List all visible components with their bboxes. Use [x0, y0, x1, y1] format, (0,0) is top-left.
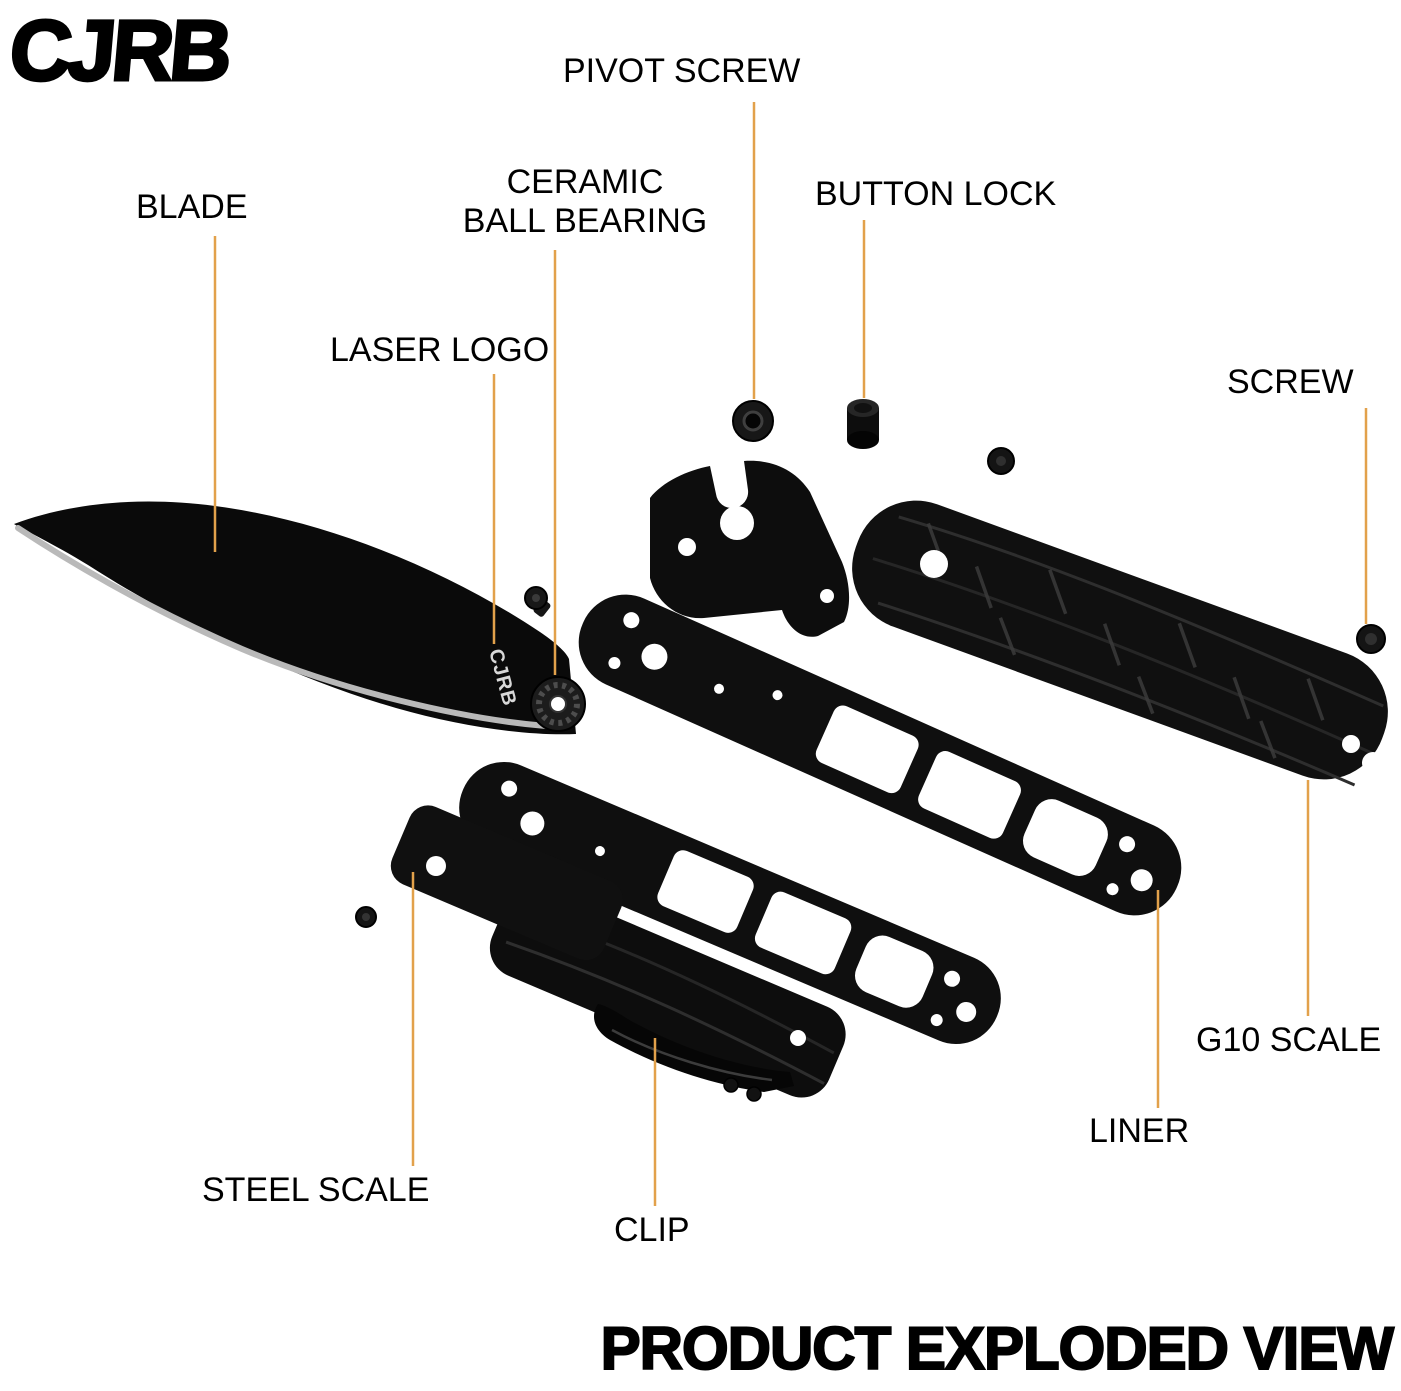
steel-scale-part [390, 805, 623, 961]
label-button-lock: BUTTON LOCK [815, 175, 1057, 213]
small-screw-top-part [987, 447, 1015, 475]
screw-part [1356, 624, 1386, 654]
label-clip: CLIP [614, 1211, 690, 1249]
button-lock-part [847, 399, 879, 449]
page-title: PRODUCT EXPLODED VIEW [600, 1314, 1395, 1383]
blade-part: CJRB [14, 501, 576, 735]
bearing-screw-part [524, 586, 551, 617]
leader-lines [213, 102, 1368, 1206]
blade-edge-bevel [15, 525, 549, 729]
steel-scale-screw-part [355, 906, 377, 928]
ceramic-ball-bearing-part [530, 676, 586, 732]
brand-logo: CJRB [4, 2, 234, 101]
label-laser-logo: LASER LOGO [330, 331, 550, 369]
label-g10-scale: G10 SCALE [1196, 1021, 1382, 1059]
clip-part [594, 1004, 794, 1092]
liner-front-part [578, 594, 1182, 916]
pivot-screw-part [732, 400, 774, 442]
button-lock-housing-part [650, 460, 850, 637]
clip-screws-part [723, 1077, 762, 1102]
label-screw: SCREW [1227, 363, 1354, 401]
liner-back-part [459, 761, 1001, 1045]
label-steel-scale: STEEL SCALE [202, 1171, 430, 1209]
label-pivot-screw: PIVOT SCREW [563, 52, 801, 90]
label-ceramic-ball-bearing: CERAMIC BALL BEARING [425, 163, 745, 241]
label-blade: BLADE [136, 188, 248, 226]
g10-scale-part [852, 500, 1388, 787]
label-liner: LINER [1089, 1112, 1190, 1150]
label-ceramic-line1: CERAMIC [506, 163, 664, 201]
label-ceramic-line2: BALL BEARING [462, 202, 708, 241]
